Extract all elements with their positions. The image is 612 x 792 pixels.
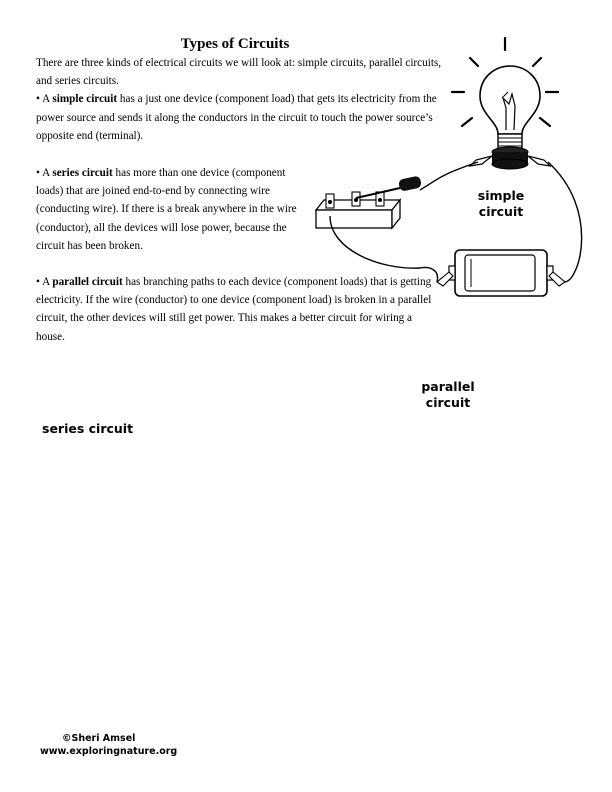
credit-website-link[interactable]: www.exploringnature.org <box>40 746 178 757</box>
intro-text: There are three kinds of electrical circ… <box>36 57 442 88</box>
simple-label-line1: simple <box>477 188 525 203</box>
parallel-paragraph: • A parallel circuit has branching paths… <box>36 273 440 346</box>
simple-circuit-definition: • A simple circuit has a just one device… <box>36 90 454 145</box>
simple-circuit-illustration <box>315 36 583 297</box>
parallel-label-line2: circuit <box>425 395 471 410</box>
copyright-credit: ©Sheri Amsel www.exploringnature.org <box>40 732 177 758</box>
simple-label-line2: circuit <box>478 204 524 219</box>
simple-circuit-term: simple circuit <box>52 93 118 106</box>
light-rays <box>450 36 560 128</box>
simple-bulb-icon <box>469 65 551 170</box>
simple-wires <box>329 161 583 283</box>
series-circuit-text: has more than one device (component load… <box>36 167 297 252</box>
series-circuit-definition: • A series circuit has more than one dev… <box>36 164 308 255</box>
simple-switch-icon <box>315 174 424 229</box>
intro-paragraph: There are three kinds of electrical circ… <box>36 54 454 145</box>
copyright-author: ©Sheri Amsel <box>62 733 136 744</box>
bullet: • A <box>36 167 53 179</box>
simple-circuit-text: has a just one device (component load) t… <box>36 93 437 142</box>
bullet: • A <box>36 276 53 288</box>
bullet: • A <box>36 93 53 106</box>
parallel-circuit-definition: • A parallel circuit has branching paths… <box>36 273 440 346</box>
series-paragraph: • A series circuit has more than one dev… <box>36 164 308 255</box>
series-circuit-label: series circuit <box>42 421 134 436</box>
simple-battery-icon <box>436 249 566 297</box>
simple-circuit-label: simple circuit <box>468 188 534 220</box>
parallel-circuit-text: has branching paths to each device (comp… <box>36 276 432 343</box>
series-circuit-term: series circuit <box>52 167 113 179</box>
parallel-circuit-term: parallel circuit <box>52 276 123 288</box>
parallel-label-line1: parallel <box>421 379 475 394</box>
page-title: Types of Circuits <box>180 36 290 52</box>
parallel-circuit-label: parallel circuit <box>412 379 484 411</box>
